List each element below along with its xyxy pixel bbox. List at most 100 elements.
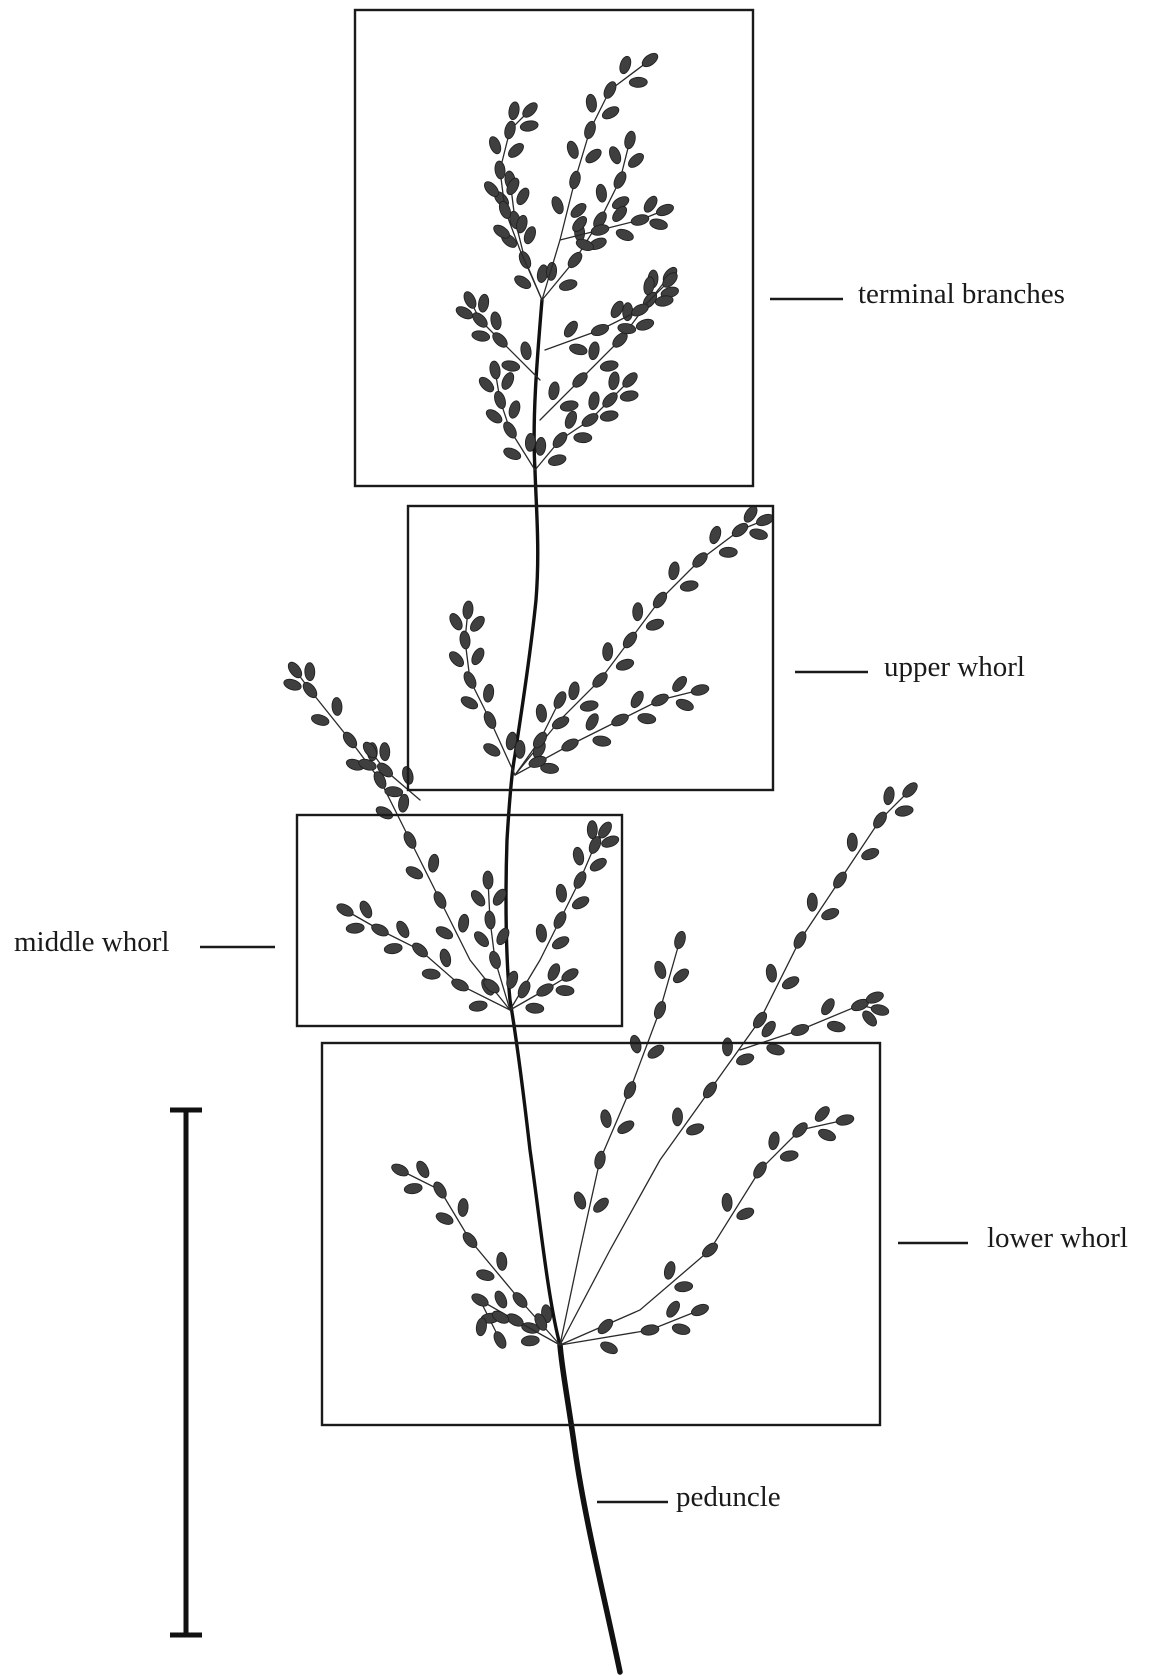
spikelet [470,1291,491,1309]
branch-3 [560,790,910,1345]
spikelet [475,1317,488,1336]
spikelet [305,663,316,681]
spikelet [674,1281,693,1293]
spikelet [588,856,609,874]
spikelet [519,120,538,133]
spikelet [469,1000,488,1013]
upper-whorl-label: upper whorl [884,651,1025,683]
spikelet [469,888,488,908]
spikelet [422,968,441,980]
spikelet [690,1302,710,1318]
spikelet [826,1020,846,1034]
spikelet [434,924,455,941]
spikelet [494,926,511,947]
spikelet [563,410,579,430]
peduncle-stem [560,1345,620,1672]
spikelet [482,741,503,759]
spikelet [813,1104,833,1124]
spikelet [670,674,689,694]
spikelet [608,371,621,390]
spikelet [384,942,403,955]
spikelet [551,910,568,931]
spikelet [685,1122,705,1137]
spikelet [860,846,880,862]
spikelet [646,1042,667,1060]
spikelet [690,683,710,697]
middle-whorl-label: middle whorl [14,926,169,958]
spikelet [568,681,581,700]
branch-8 [345,910,510,1010]
spikelet [374,804,395,821]
spikelet [591,1195,611,1215]
spikelet [459,630,471,649]
spikelet [791,930,808,951]
spikelet [622,1080,638,1100]
spikelet [489,360,502,379]
spikelet [584,712,601,733]
spikelet [310,713,330,728]
spikelet [346,922,365,934]
lower-whorl-label: lower whorl [987,1222,1128,1254]
spikelet [358,899,375,920]
spikelet [592,735,611,748]
spikelet [431,1180,449,1201]
spikelet [617,322,636,335]
spikelet [831,870,849,891]
spikelet [331,697,342,716]
spikelet [602,643,613,661]
spikelet [635,317,655,332]
spikelet [623,130,637,150]
spikelet [556,985,575,996]
spikelet [649,217,669,231]
spikelet [749,527,769,541]
spikelet [471,330,490,343]
spikelet [585,94,598,113]
spikelet [568,170,582,190]
spikelet [765,1042,785,1057]
spikelet [434,1210,455,1226]
spikelet [482,684,495,703]
spikelet [562,319,581,339]
spikelet [546,262,557,281]
spikelet [629,77,647,88]
spikelet [300,680,319,700]
spikelet [475,1268,495,1282]
panicle-illustration [282,51,920,1672]
spikelet [461,670,478,691]
spikelet [574,432,592,442]
spikelet [571,870,588,891]
spikelet [390,1161,411,1178]
spikelet [370,921,391,938]
spikelet [286,660,305,680]
spikelet [457,1198,468,1217]
spikelet [427,854,440,873]
spikelet [551,690,568,711]
spikelet [550,195,566,215]
spikelet [447,611,465,632]
spikelet [730,521,750,540]
spikelet [438,948,452,968]
spikelet [560,966,581,984]
spikelet [512,273,533,291]
spikelet [501,360,520,373]
spikelet [600,104,621,121]
spikelet [630,213,650,227]
spikelet [496,1252,507,1271]
spikelet [477,294,490,313]
spikelet [672,1108,682,1126]
spikelet [469,646,486,667]
spikelet [675,697,695,713]
spikelet [572,846,585,866]
spikelet [820,906,840,922]
spikelet [570,894,591,911]
spikelet [282,677,302,692]
spikelet [494,160,506,179]
spikelet [595,184,608,203]
spikelet [508,101,521,120]
spikelet [414,1159,431,1180]
upper-whorl-box [408,506,773,790]
spikelet [459,694,480,711]
spikelet [632,603,643,621]
spikelet [583,146,603,165]
